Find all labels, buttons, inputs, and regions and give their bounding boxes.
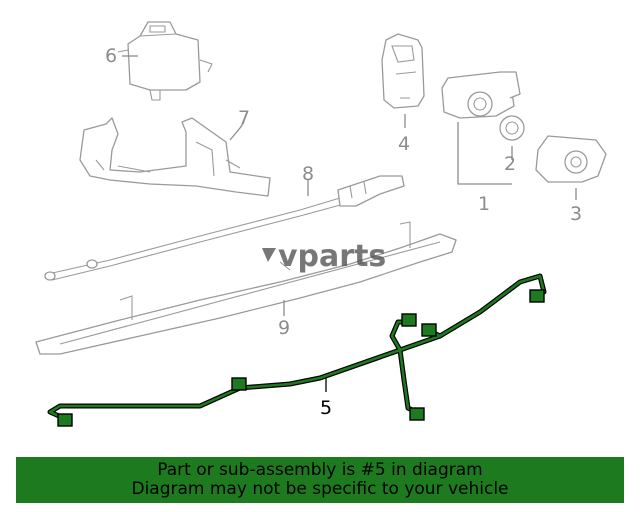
callout-5: 5	[320, 397, 332, 419]
harness-connector	[401, 313, 417, 327]
callout-1: 1	[478, 193, 490, 215]
harness-connector	[421, 323, 437, 337]
callout-6: 6	[105, 45, 117, 67]
callout-3: 3	[570, 203, 582, 225]
callout-2: 2	[504, 153, 516, 175]
banner-line-1: Part or sub-assembly is #5 in diagram	[157, 460, 483, 480]
callout-7-leader	[229, 121, 245, 141]
callout-7: 7	[238, 107, 250, 129]
harness-connector	[57, 413, 73, 427]
part-7-bracket[interactable]	[79, 117, 271, 197]
callout-8: 8	[302, 163, 314, 185]
harness-connector	[231, 377, 247, 391]
part-8-cable[interactable]	[44, 175, 405, 281]
part-6-control-module[interactable]	[117, 21, 213, 101]
callout-9: 9	[278, 317, 290, 339]
harness-connector	[409, 407, 425, 421]
watermark-logo: vparts	[262, 239, 386, 274]
part-1-parking-sensor[interactable]	[441, 71, 521, 119]
part-2-grommet[interactable]	[499, 115, 525, 141]
part-9-bumper-bracket[interactable]	[35, 221, 457, 355]
callout-4: 4	[398, 133, 410, 155]
part-notice-banner: Part or sub-assembly is #5 in diagram Di…	[16, 457, 624, 503]
part-4-sensor-bracket[interactable]	[381, 33, 425, 109]
harness-connector	[529, 289, 545, 303]
callout-1-leader	[457, 122, 512, 185]
banner-line-2: Diagram may not be specific to your vehi…	[131, 479, 509, 499]
part-3-sensor-retainer[interactable]	[535, 135, 607, 183]
watermark-text: vparts	[278, 239, 386, 274]
part-5-wiring-harness[interactable]	[47, 273, 547, 427]
